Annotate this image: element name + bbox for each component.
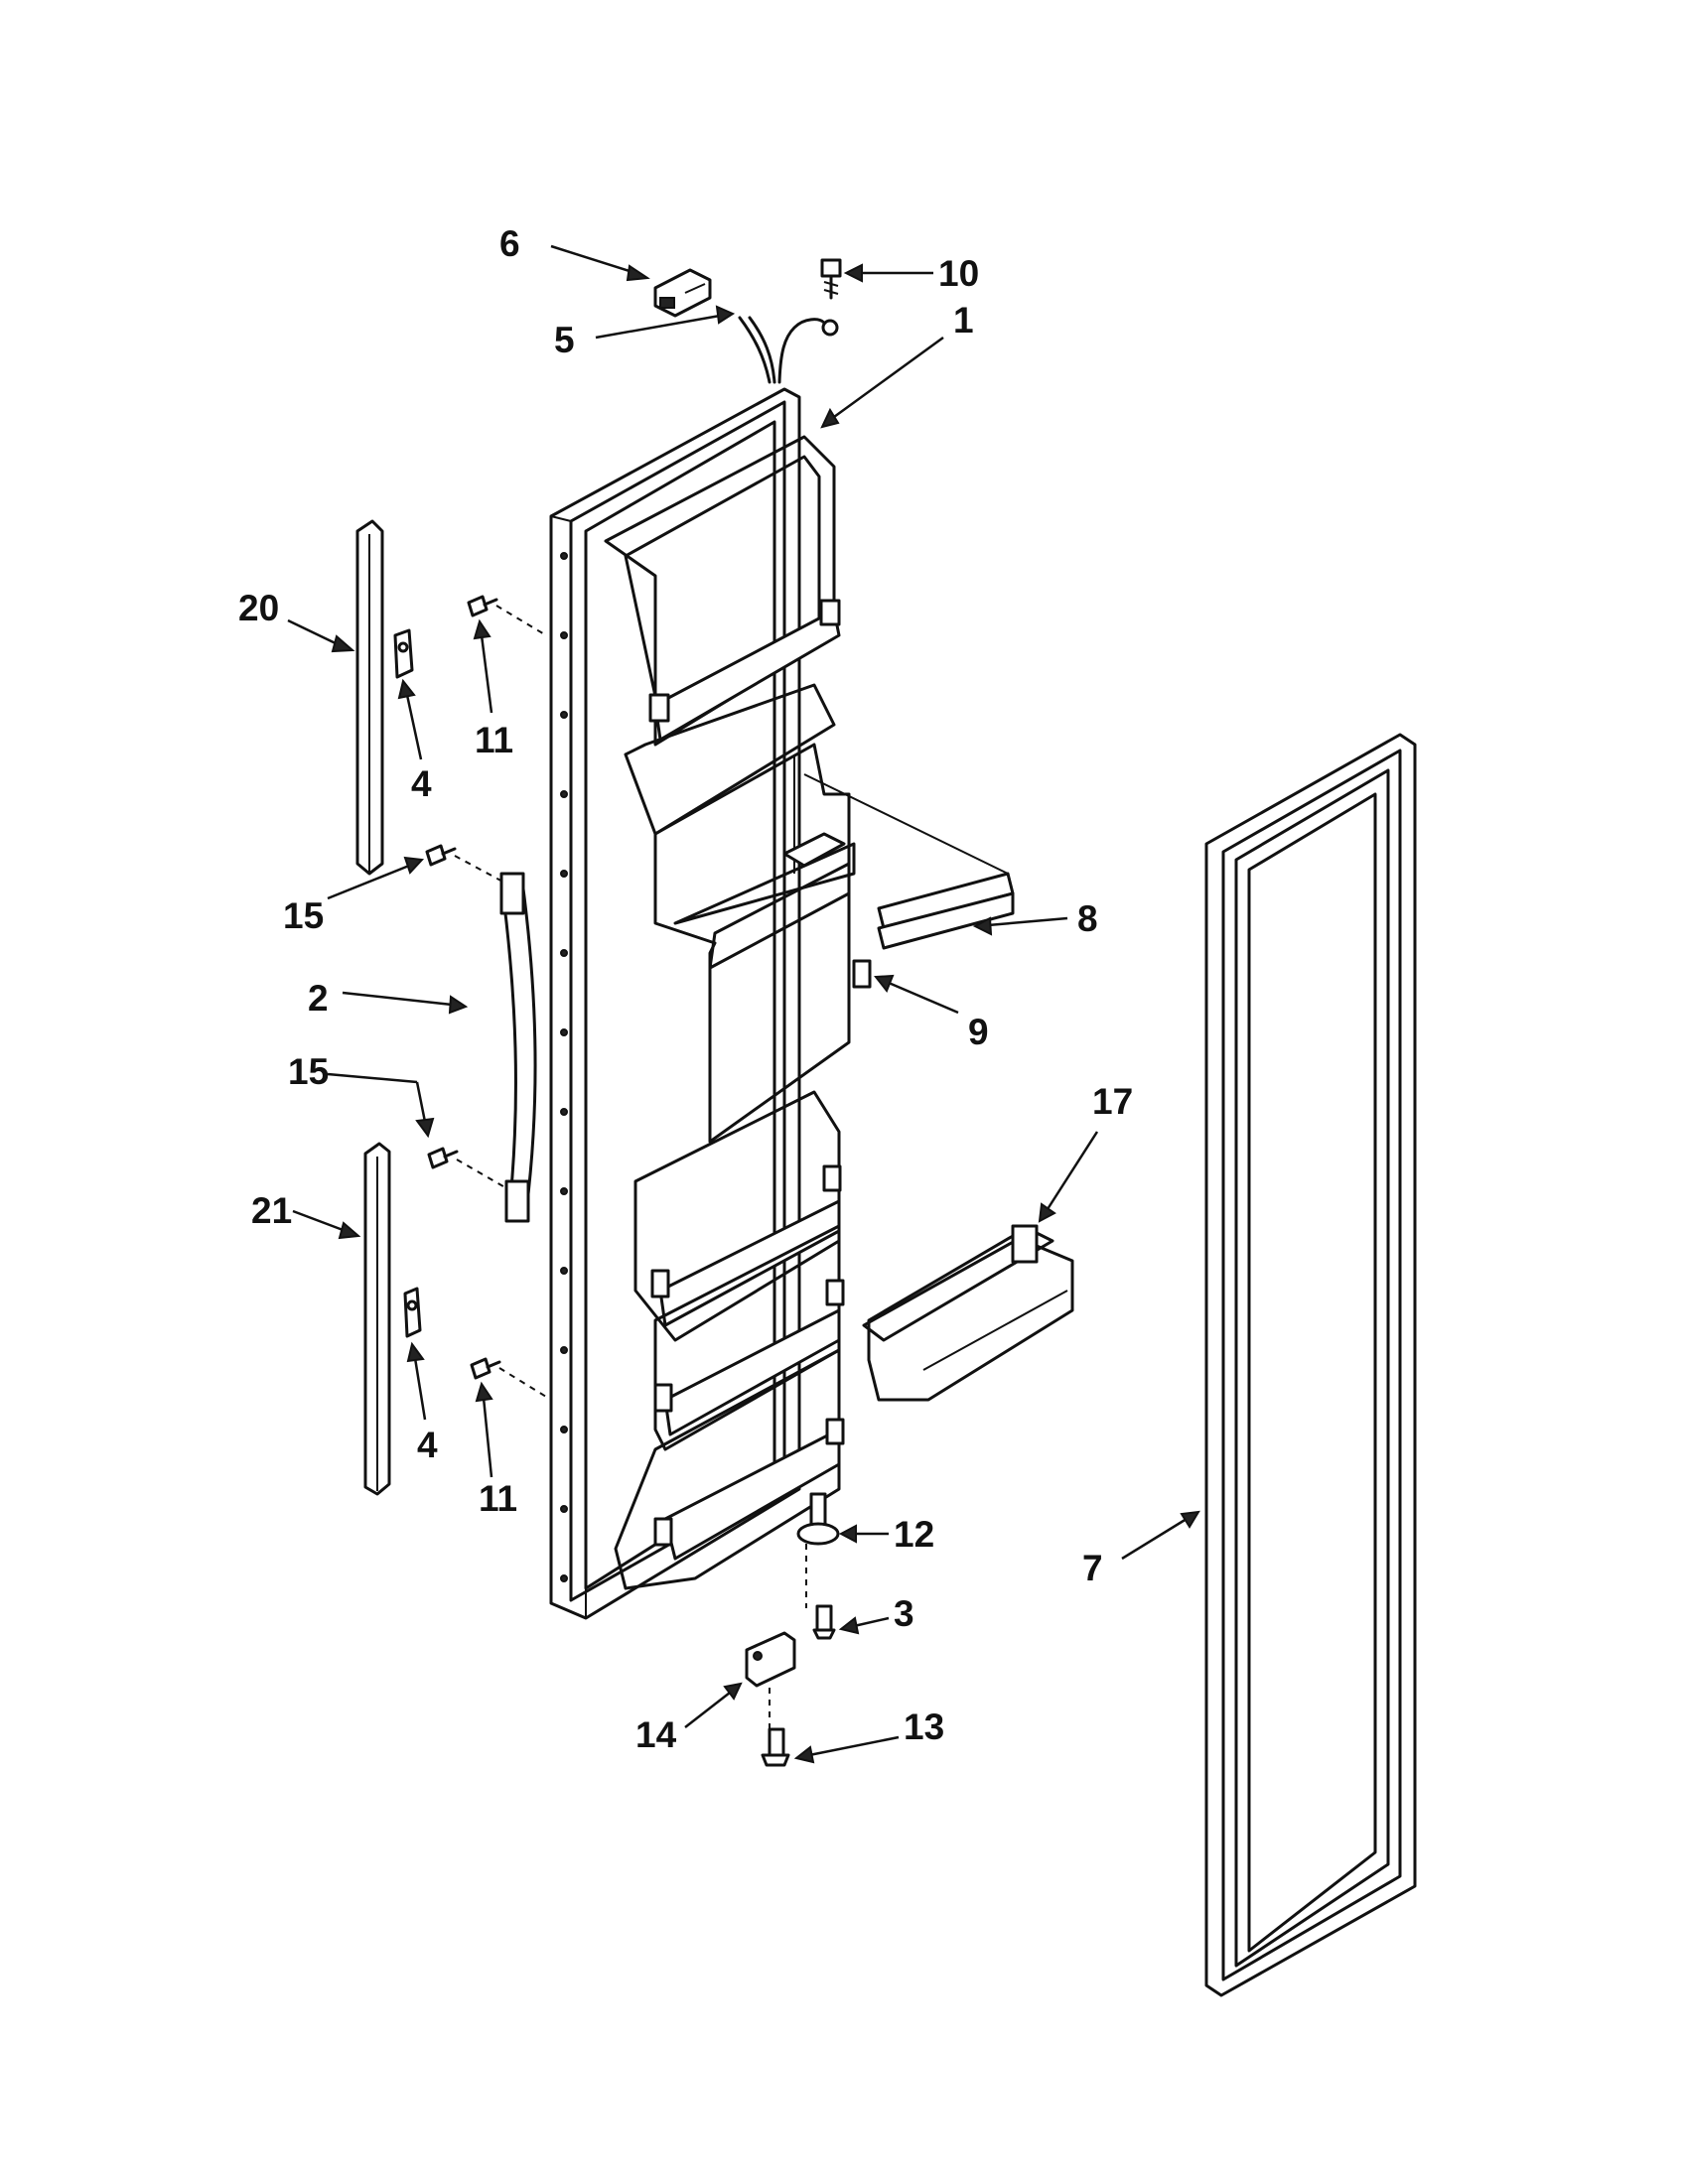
callout-20: 20: [238, 588, 279, 628]
callout-9: 9: [968, 1012, 989, 1052]
callout-17: 17: [1092, 1081, 1133, 1122]
callout-3: 3: [894, 1593, 914, 1634]
callout-14: 14: [635, 1714, 677, 1755]
hinge-block: [745, 1631, 796, 1688]
wire-harness: [738, 316, 839, 384]
callout-4-lower: 4: [417, 1425, 438, 1465]
door-rivets: [560, 552, 568, 1582]
callout-12: 12: [894, 1514, 934, 1555]
tray-clip: [852, 959, 872, 989]
callout-2: 2: [308, 978, 329, 1019]
screw-3: [812, 1604, 836, 1640]
upper-trim: [355, 519, 384, 876]
clip-lower: [403, 1287, 422, 1338]
callout-10: 10: [938, 253, 979, 294]
door-panel: [549, 387, 801, 1620]
connector: [653, 268, 712, 318]
screw-top: [820, 258, 842, 300]
callout-8: 8: [1077, 898, 1098, 939]
callout-11-lower: 11: [479, 1478, 517, 1519]
clip-upper: [393, 628, 414, 679]
door-liner: [604, 435, 856, 1590]
lower-trim: [363, 1142, 391, 1496]
screw-13: [761, 1727, 790, 1767]
callout-labels: 6 10 5 1 20 4 11 15 2 15 21 4 11 8 9 17 …: [238, 223, 1133, 1755]
screw-11-upper: [467, 595, 498, 617]
callout-21: 21: [251, 1190, 292, 1231]
callout-6: 6: [499, 223, 520, 264]
callout-4-upper: 4: [411, 763, 432, 804]
screw-15-lower: [427, 1147, 459, 1169]
hinge-pin: [796, 1492, 840, 1546]
drip-tray: [803, 773, 1015, 950]
screw-11-lower: [470, 1357, 501, 1380]
callout-15-lower: 15: [288, 1051, 329, 1092]
callout-15-upper: 15: [283, 895, 324, 936]
callout-13: 13: [904, 1706, 944, 1747]
leader-lines: [287, 244, 1200, 1764]
door-gasket: [1204, 733, 1417, 1997]
callout-7: 7: [1082, 1548, 1103, 1588]
door-handle: [499, 872, 537, 1223]
door-bin: [862, 1224, 1074, 1402]
callout-5: 5: [554, 320, 575, 360]
callout-1: 1: [953, 300, 974, 341]
callout-11-upper: 11: [475, 720, 513, 760]
screw-15-upper: [425, 844, 457, 867]
